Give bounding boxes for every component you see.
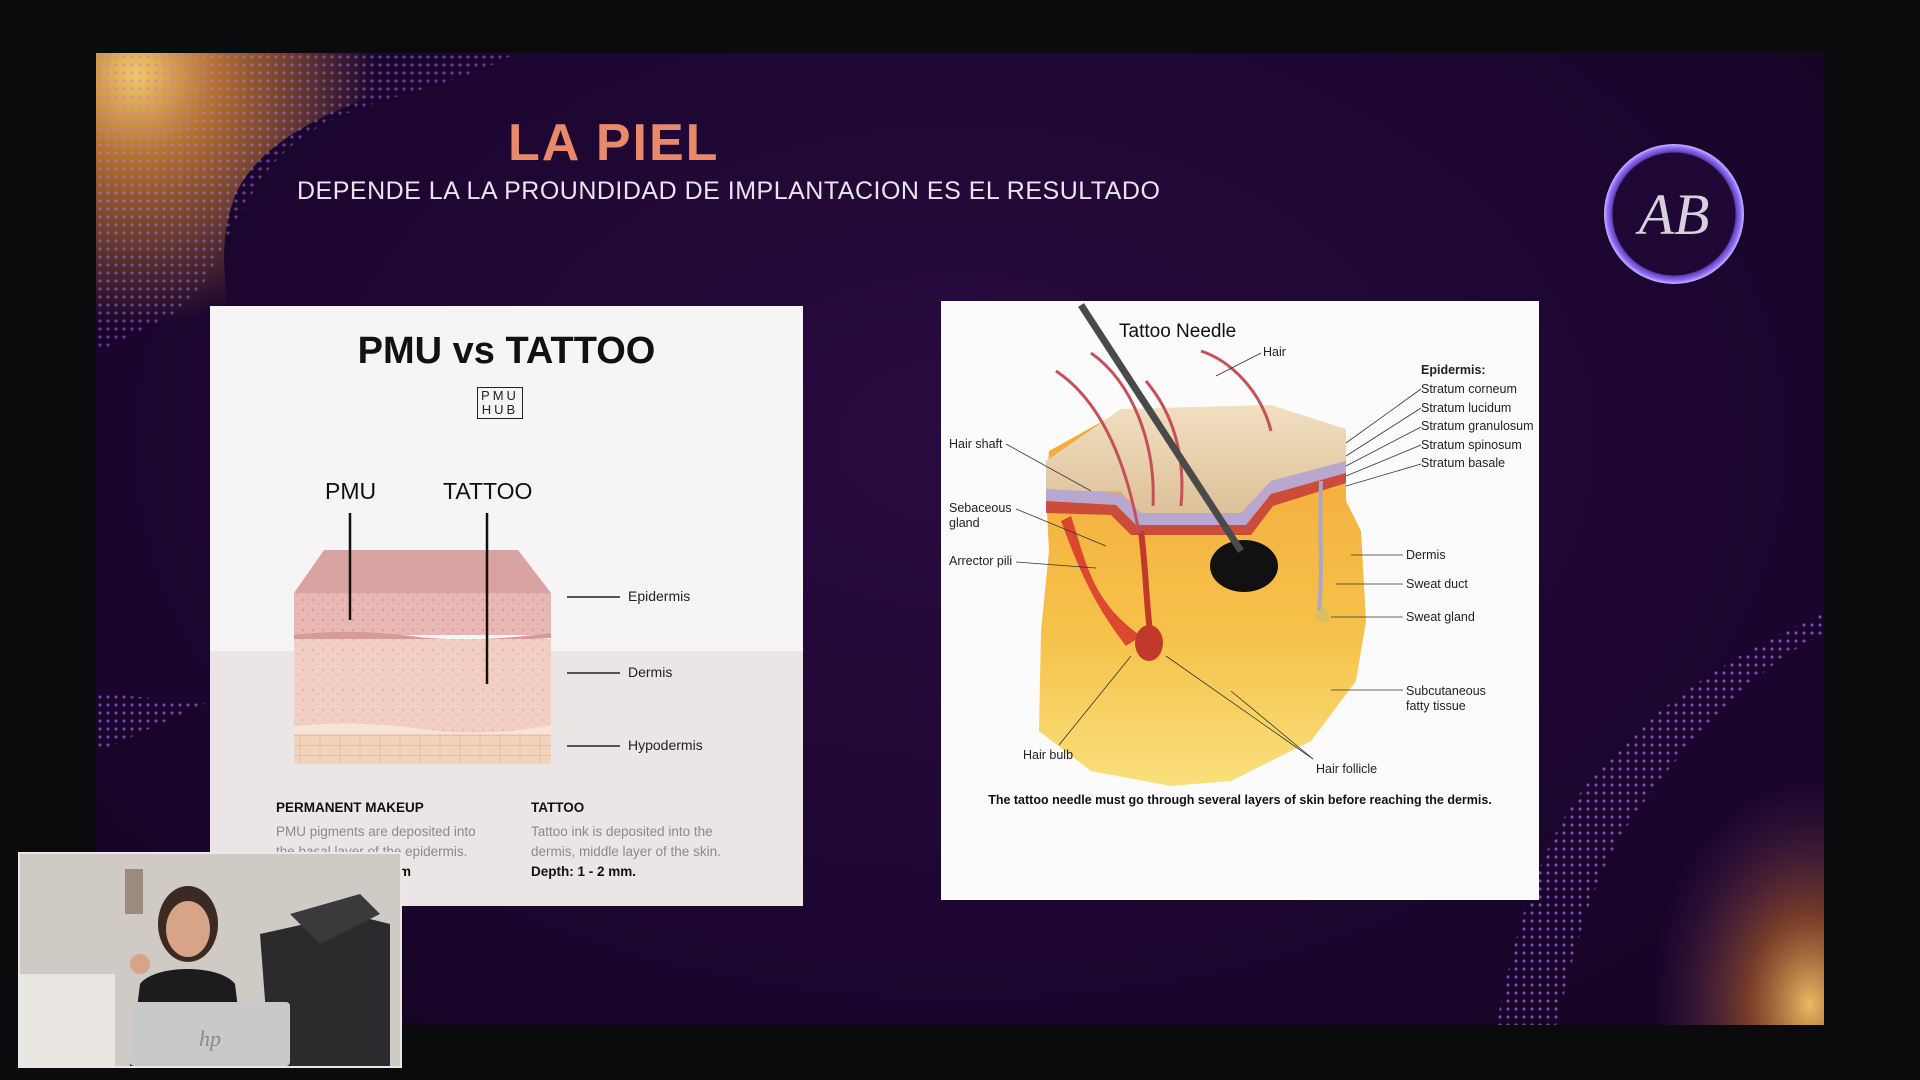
- badge-top-text: PMU: [481, 388, 519, 403]
- subcutaneous-label: Subcutaneous fatty tissue: [1406, 684, 1486, 714]
- stratum-granulosum-label: Stratum granulosum: [1421, 419, 1534, 433]
- stratum-lucidum-label: Stratum lucidum: [1421, 401, 1512, 415]
- sweat-duct-label: Sweat duct: [1406, 577, 1468, 591]
- epidermis-label: Epidermis: [628, 588, 691, 604]
- presentation-slide: LA PIEL DEPENDE LA LA PROUNDIDAD DE IMPL…: [96, 53, 1824, 1025]
- tattoo-desc-line-2: dermis, middle layer of the skin.: [531, 844, 721, 859]
- stratum-spinosum-label: Stratum spinosum: [1421, 438, 1522, 452]
- tattoo-heading: TATTOO: [531, 800, 585, 815]
- pmu-vs-tattoo-panel: PMU vs TATTOO PMU HUB PMU TATTOO: [210, 306, 803, 906]
- skin-layer-diagram: [294, 513, 620, 764]
- stratum-basale-label: Stratum basale: [1421, 456, 1506, 470]
- tattoo-column-label: TATTOO: [443, 478, 533, 504]
- webcam-overlay: hp: [18, 852, 402, 1068]
- sebaceous-line-1: Sebaceous: [949, 501, 1012, 515]
- pmu-panel-title: PMU vs TATTOO: [357, 330, 656, 372]
- hypodermis-label: Hypodermis: [628, 737, 703, 753]
- laptop-logo: hp: [199, 1026, 221, 1051]
- decorative-wave-graphics: [96, 53, 1824, 1025]
- ab-logo: AB: [1604, 144, 1744, 284]
- hair-shaft-label: Hair shaft: [949, 437, 1003, 451]
- pmu-column-label: PMU: [325, 478, 377, 504]
- pmu-desc-line-1: PMU pigments are deposited into: [276, 824, 476, 839]
- subcutaneous-line-2: fatty tissue: [1406, 699, 1466, 713]
- dermis-label: Dermis: [628, 664, 673, 680]
- slide-title: LA PIEL: [508, 114, 720, 172]
- arrector-pili-label: Arrector pili: [949, 554, 1013, 568]
- slide-subtitle: DEPENDE LA LA PROUNDIDAD DE IMPLANTACION…: [297, 177, 1161, 205]
- sebaceous-line-2: gland: [949, 516, 980, 530]
- skin-cross-section-illustration: [1005, 303, 1422, 786]
- logo-text: AB: [1635, 182, 1710, 247]
- needle-panel-title: Tattoo Needle: [1119, 321, 1237, 342]
- sebaceous-gland-label: Sebaceous gland: [949, 501, 1012, 531]
- epidermis-heading: Epidermis:: [1421, 363, 1486, 377]
- needle-panel-caption: The tattoo needle must go through severa…: [988, 793, 1492, 807]
- tattoo-needle-panel: Tattoo Needle Hair Hair shaft Sebaceous …: [941, 301, 1539, 900]
- hair-bulb-label: Hair bulb: [1023, 748, 1074, 762]
- subcutaneous-line-1: Subcutaneous: [1406, 684, 1486, 698]
- webcam-video-frame: hp: [20, 854, 400, 1066]
- stratum-corneum-label: Stratum corneum: [1421, 382, 1517, 396]
- hair-label: Hair: [1263, 345, 1286, 359]
- tattoo-description: TATTOO Tattoo ink is deposited into the …: [531, 798, 781, 882]
- hair-follicle-label: Hair follicle: [1316, 762, 1378, 776]
- badge-bottom-text: HUB: [481, 402, 519, 417]
- dermis-label-right: Dermis: [1406, 548, 1446, 562]
- sweat-gland-label: Sweat gland: [1406, 610, 1475, 624]
- tattoo-depth: Depth: 1 - 2 mm.: [531, 864, 637, 879]
- pmu-heading: PERMANENT MAKEUP: [276, 800, 424, 815]
- pmu-hub-badge: PMU HUB: [477, 387, 523, 419]
- pmu-depth-partial: m: [399, 864, 412, 879]
- tattoo-desc-line-1: Tattoo ink is deposited into the: [531, 824, 713, 839]
